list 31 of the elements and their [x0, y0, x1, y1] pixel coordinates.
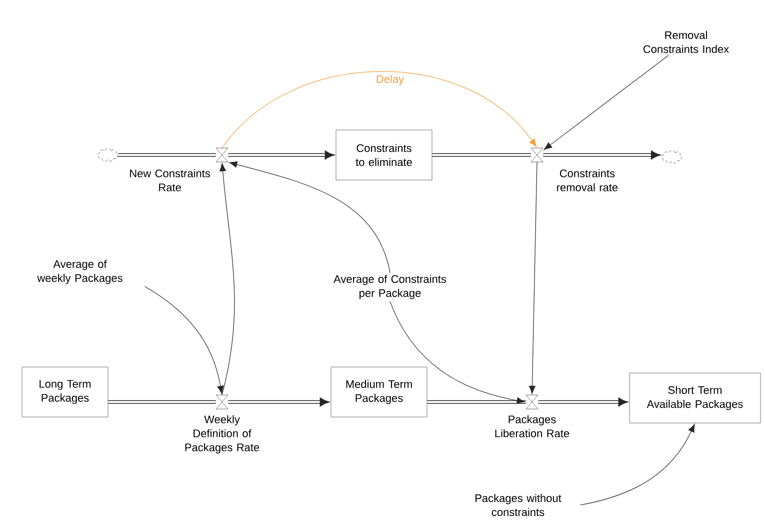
rate-label: Packages Liberation Rate: [495, 415, 570, 438]
flow-pipe: [108, 400, 216, 404]
arrow: [222, 71, 537, 148]
flow-pipe: [427, 400, 526, 404]
arrow: [544, 54, 669, 150]
stock-box: Medium Term Packages: [330, 366, 428, 418]
stock-box: Constraints to eliminate: [336, 130, 432, 180]
stock-box: Short Term Available Packages: [629, 372, 761, 424]
edge-label: Delay: [374, 74, 406, 86]
arrow: [580, 424, 695, 506]
variable-label: Average of weekly Packages: [37, 260, 122, 284]
variable-label: Removal Constraints Index: [643, 30, 729, 54]
arrow: [229, 161, 390, 273]
arrow: [528, 162, 538, 394]
flow-pipe: [118, 153, 216, 157]
cloud-symbol: [662, 150, 682, 164]
variable-label: Packages without constraints: [476, 494, 562, 516]
flow-pipe: [228, 398, 328, 406]
variable-label: Average of Constraints per Package: [334, 274, 446, 300]
flow-pipe: [228, 151, 334, 159]
flow-pipe: [543, 151, 660, 159]
rate-label: New Constraints Rate: [130, 169, 210, 192]
flow-pipe: [432, 153, 531, 157]
arrow: [144, 286, 224, 394]
flow-pipe: [538, 398, 627, 406]
arrow: [220, 163, 235, 396]
rate-label: Weekly Definition of Packages Rate: [185, 415, 260, 454]
stock-box: Long Term Packages: [22, 366, 108, 418]
cloud-symbol: [98, 148, 118, 162]
arrow: [390, 301, 525, 404]
rate-label: Constraints removal rate: [557, 169, 618, 192]
